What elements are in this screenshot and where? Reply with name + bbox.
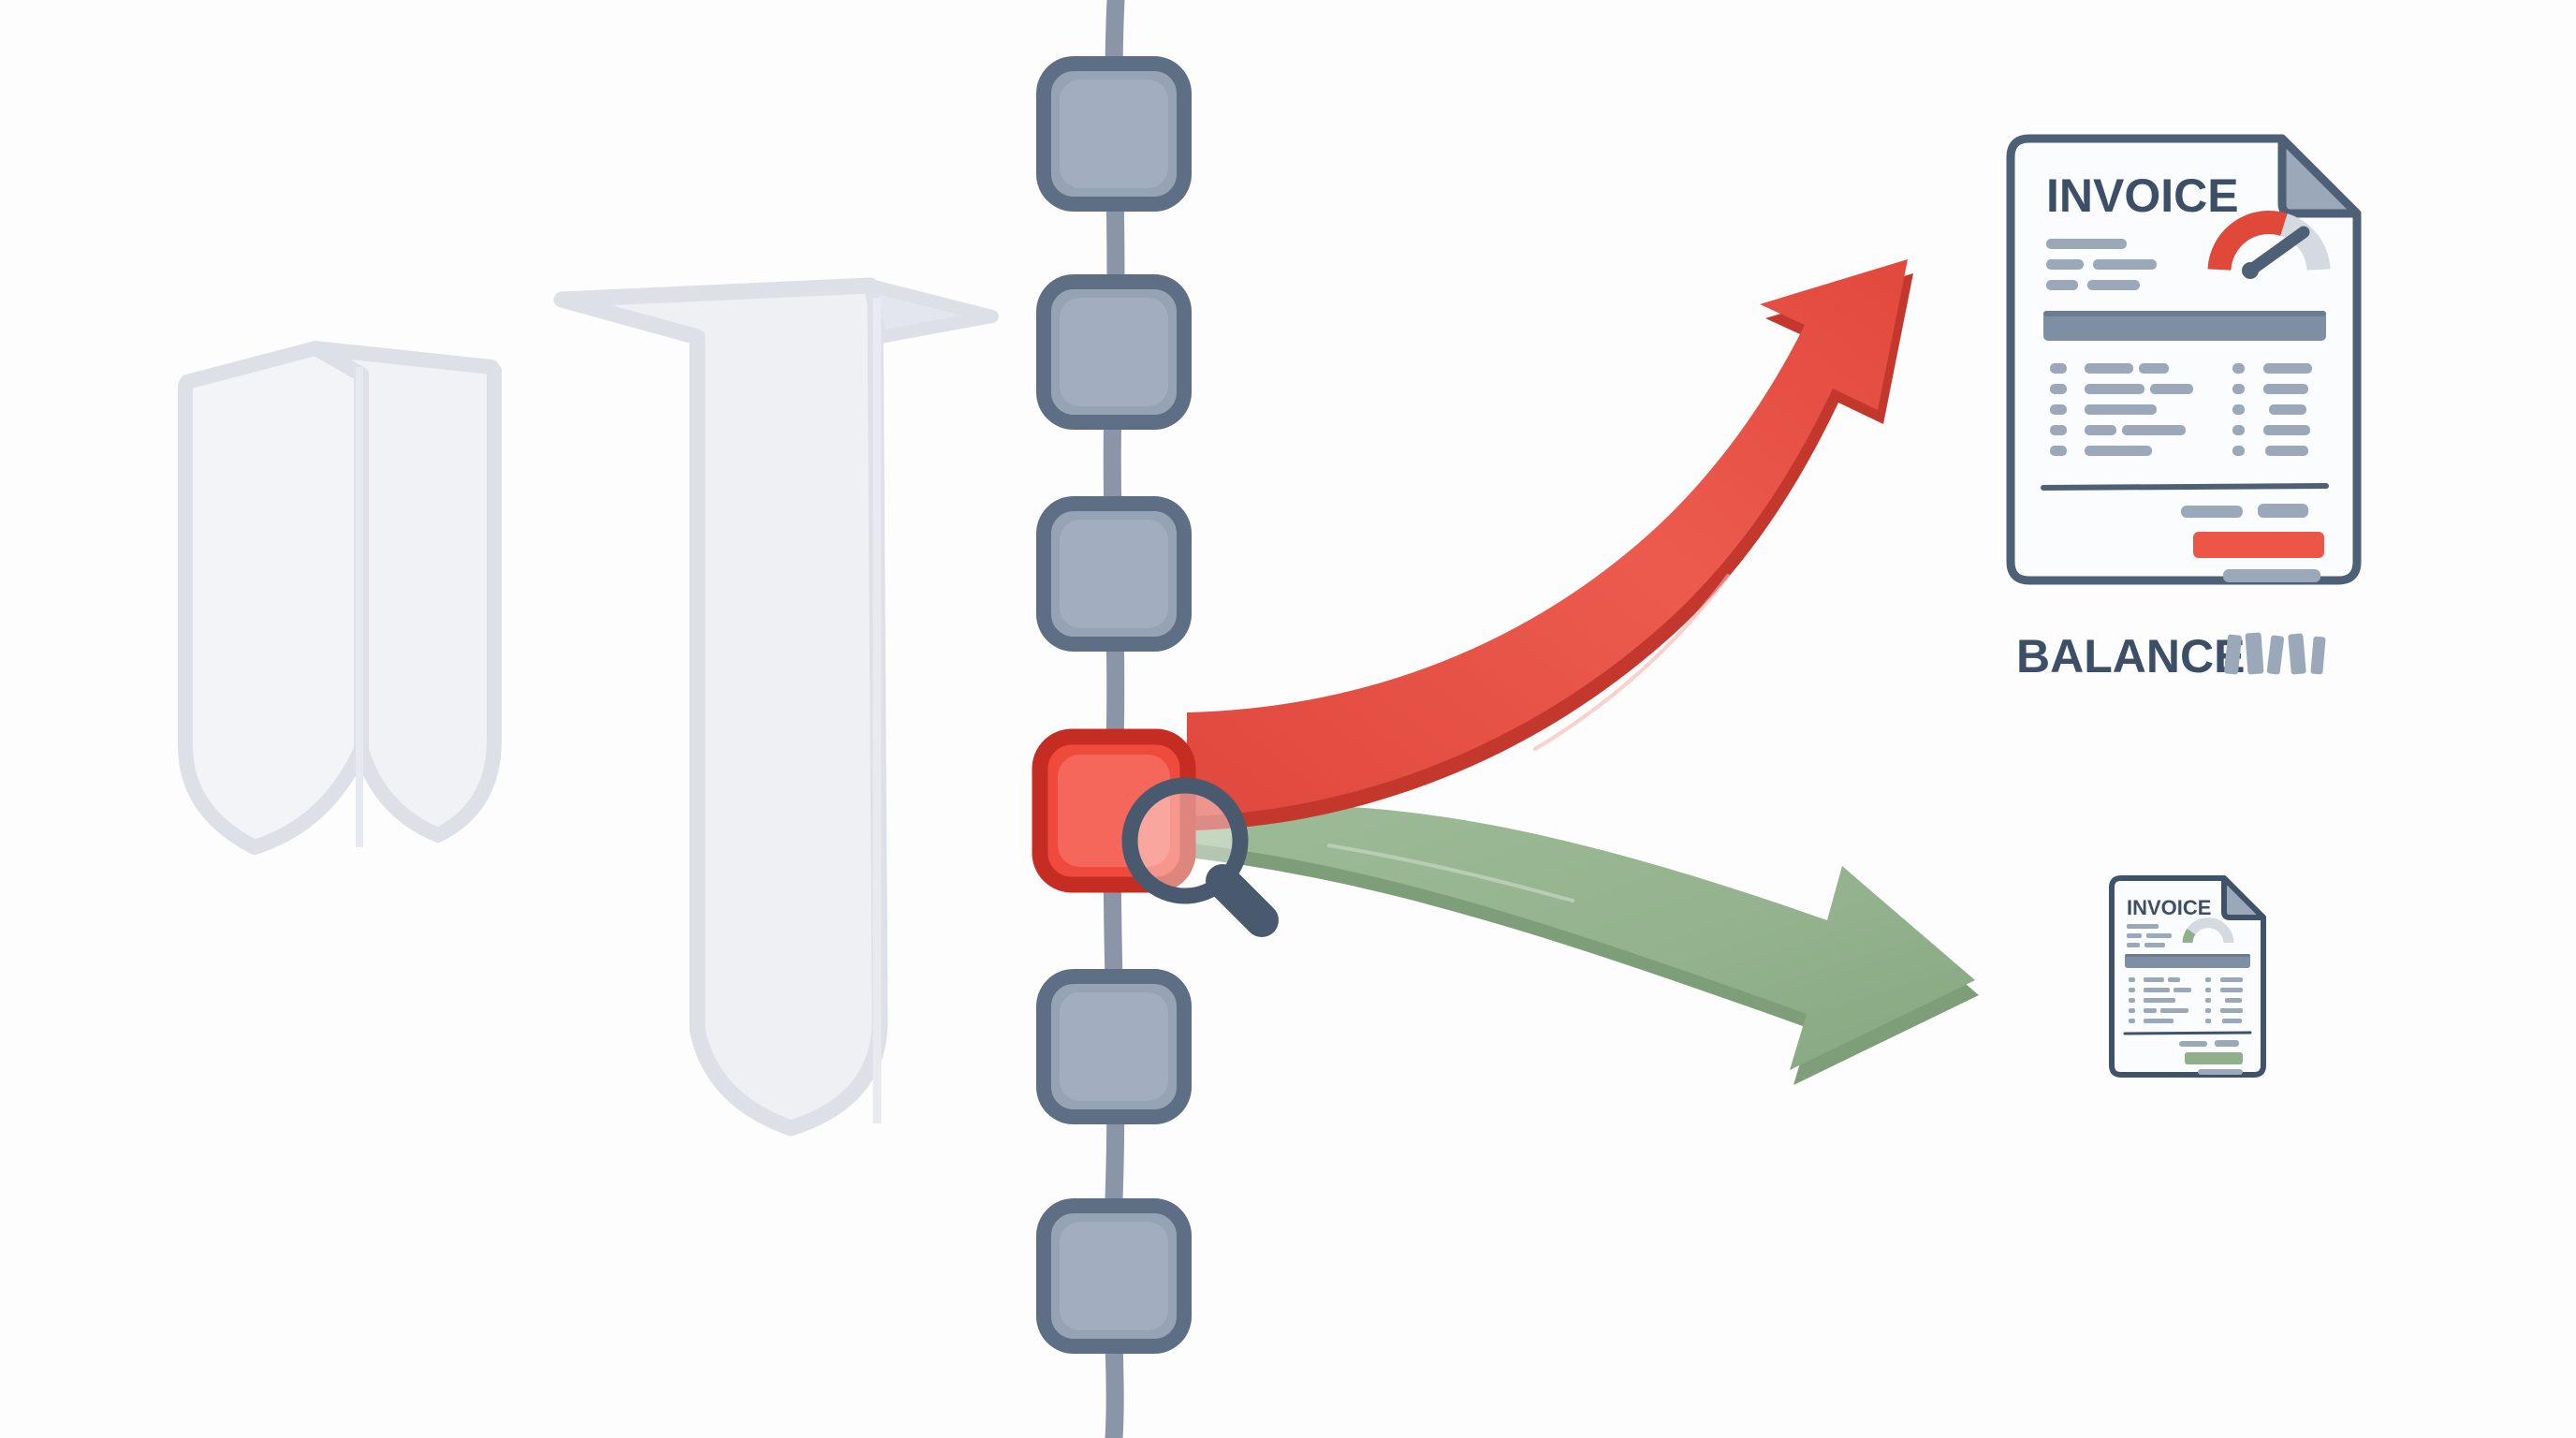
balance-redacted-value	[2224, 632, 2326, 675]
invoice-small-address-block	[2127, 924, 2172, 947]
invoice-small-header-bar	[2125, 954, 2250, 968]
invoice-large-risk-gauge	[2207, 211, 2331, 279]
balance-label-text: BALANCE	[2016, 630, 2245, 682]
invoice-large-highlight-bar	[2193, 532, 2324, 558]
invoice-small-table	[2129, 977, 2243, 1023]
chain-node-2[interactable]	[1036, 274, 1192, 430]
invoice-large-totals	[2181, 504, 2308, 518]
shield-small	[178, 341, 502, 855]
chain-node-5[interactable]	[1036, 969, 1192, 1124]
arrow-reconciled	[1184, 804, 1979, 1085]
invoice-large-corner-fold	[2277, 134, 2362, 218]
invoice-small-footer-scribble	[2198, 1069, 2243, 1075]
magnifier-handle	[1206, 864, 1279, 937]
invoice-small-totals	[2179, 1040, 2239, 1047]
arrow-discrepancy	[1187, 259, 1913, 830]
invoice-small-risk-gauge	[2182, 917, 2234, 944]
magnifier-lens	[1121, 777, 1249, 904]
shield-large	[553, 277, 999, 1137]
invoice-large-divider	[2041, 483, 2329, 491]
chain-node-6[interactable]	[1036, 1198, 1192, 1354]
chain-node-3[interactable]	[1036, 496, 1192, 652]
balance-caption: BALANCE	[2016, 630, 2326, 682]
invoice-large-title: INVOICE	[2046, 169, 2239, 222]
invoice-small-divider	[2123, 1031, 2252, 1035]
invoice-small-corner-fold	[2221, 875, 2266, 920]
invoice-large-header-bar	[2043, 311, 2326, 341]
chain-node-1[interactable]	[1036, 56, 1192, 212]
chain-node-4-flagged[interactable]	[1032, 728, 1196, 893]
invoice-small-title: INVOICE	[2127, 896, 2211, 919]
invoice-large[interactable]: INVOICE	[2006, 134, 2362, 585]
magnifier-icon[interactable]	[1121, 777, 1279, 937]
invoice-small-highlight-bar	[2185, 1052, 2243, 1064]
invoice-small[interactable]: INVOICE	[2109, 875, 2266, 1078]
invoice-large-address-block	[2046, 239, 2157, 290]
gauge-needle	[2244, 226, 2310, 277]
invoice-large-footer-scribble	[2223, 569, 2320, 582]
invoice-large-table	[2050, 363, 2312, 456]
